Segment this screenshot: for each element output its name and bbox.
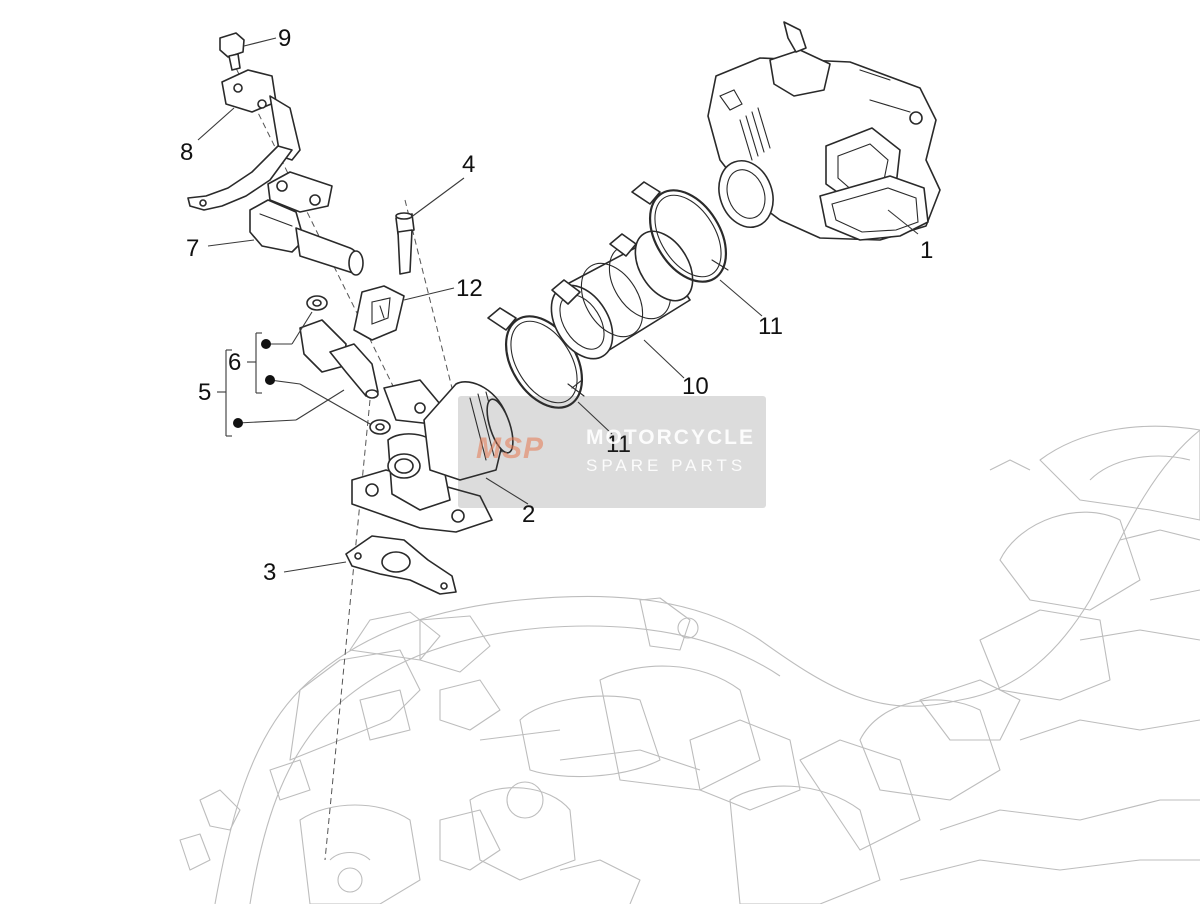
callout-1: 1 xyxy=(920,237,933,264)
callout-2: 2 xyxy=(522,501,535,528)
callout-6: 6 xyxy=(228,349,241,376)
callout-10: 10 xyxy=(682,373,709,400)
part-7-sensor xyxy=(249,171,364,276)
watermark-subtitle: SPARE PARTS xyxy=(586,456,747,475)
part-10-intake-sleeve xyxy=(550,230,694,360)
callout-5: 5 xyxy=(198,379,211,406)
callout-leaders xyxy=(197,37,919,573)
part-1-throttle-body xyxy=(707,21,941,241)
callout-11-lower: 11 xyxy=(606,431,631,458)
part-4-screw xyxy=(395,212,415,275)
part-12-clip xyxy=(353,285,405,341)
assembly-dashed-lines xyxy=(231,59,461,861)
part-2-intake-manifold xyxy=(351,379,514,533)
callout-labels: 1 2 3 4 5 6 7 8 9 10 11 11 12 xyxy=(180,25,933,586)
callout-9: 9 xyxy=(278,25,291,52)
engine-background-ghost xyxy=(179,425,1200,904)
watermark-title: MOTORCYCLE xyxy=(586,426,755,449)
callout-3: 3 xyxy=(263,559,276,586)
msp-logo: MSP xyxy=(468,426,578,478)
part-6-washer-sensor xyxy=(299,295,391,435)
callout-8: 8 xyxy=(180,139,193,166)
part-9-bolt xyxy=(219,32,245,71)
callout-12: 12 xyxy=(456,275,483,302)
callout-4: 4 xyxy=(462,151,475,178)
callout-11-upper: 11 xyxy=(758,313,783,340)
part-11-upper-clamp xyxy=(631,181,729,283)
part-3-gasket xyxy=(345,535,457,595)
callout-7: 7 xyxy=(186,235,199,262)
msp-logo-text: MSP xyxy=(476,432,545,465)
part-8-bracket xyxy=(187,69,301,211)
watermark: MSP MOTORCYCLE SPARE PARTS xyxy=(458,396,766,508)
